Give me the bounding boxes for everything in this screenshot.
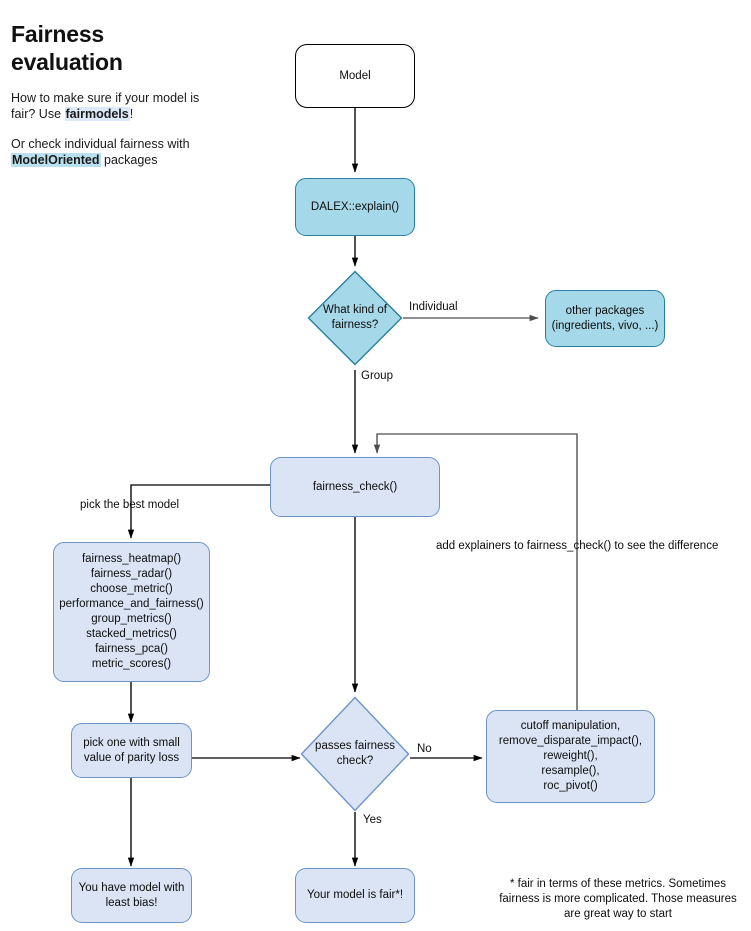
node-visual-functions[interactable]: fairness_heatmap() fairness_radar() choo…: [53, 542, 210, 682]
edge-label-no: No: [417, 743, 432, 755]
intro-paragraph-1-pre: How to make sure if your model is fair? …: [11, 91, 200, 122]
edge-label-yes: Yes: [363, 814, 382, 826]
node-what-kind-of-fairness-label: What kind of fairness?: [323, 304, 387, 331]
node-passes-fairness-check[interactable]: passes fairness check?: [300, 696, 410, 812]
edge-label-add-explainers: add explainers to fairness_check() to se…: [436, 540, 719, 552]
node-model-is-fair-label: Your model is fair*!: [306, 889, 404, 902]
intro-paragraph-2-pre: Or check individual fairness with: [11, 137, 190, 152]
node-pick-one-small-parity-loss-label: pick one with small value of parity loss: [83, 736, 180, 764]
node-what-kind-of-fairness[interactable]: What kind of fairness?: [307, 270, 403, 366]
node-fairness-check[interactable]: fairness_check(): [270, 457, 440, 517]
diamond-shape-lavender: [300, 696, 410, 812]
edge-label-individual: Individual: [409, 301, 458, 313]
node-other-packages[interactable]: other packages (ingredients, vivo, ...): [545, 290, 665, 347]
node-pick-one-small-parity-loss[interactable]: pick one with small value of parity loss: [71, 723, 192, 778]
intro-paragraph-1: How to make sure if your model is fair? …: [11, 90, 211, 122]
node-least-bias-label: You have model with least bias!: [78, 881, 185, 909]
node-other-packages-label: other packages (ingredients, vivo, ...): [551, 304, 659, 332]
node-mitigation-methods-label: cutoff manipulation, remove_disparate_im…: [498, 720, 643, 792]
intro-paragraph-2-post: packages: [100, 153, 158, 168]
fairmodels-highlight: fairmodels: [64, 107, 130, 122]
node-model-is-fair[interactable]: Your model is fair*!: [295, 868, 415, 923]
edge-label-pick-the-best-model: pick the best model: [80, 499, 180, 511]
node-visual-functions-label: fairness_heatmap() fairness_radar() choo…: [59, 553, 204, 670]
node-dalex-explain[interactable]: DALEX::explain(): [295, 178, 415, 236]
edge-label-group: Group: [361, 370, 393, 382]
node-passes-fairness-check-label: passes fairness check?: [315, 740, 395, 767]
page-title: Fairness evaluation: [11, 21, 123, 76]
node-model[interactable]: Model: [295, 44, 415, 108]
intro-panel: Fairness evaluation How to make sure if …: [11, 20, 211, 182]
node-dalex-explain-label: DALEX::explain(): [310, 200, 400, 213]
footnote: * fair in terms of these metrics. Someti…: [499, 878, 737, 921]
intro-paragraph-1-post: !: [129, 107, 134, 122]
node-fairness-check-label: fairness_check(): [312, 480, 398, 493]
intro-paragraph-2: Or check individual fairness with ModelO…: [11, 136, 211, 168]
node-model-label: Model: [339, 69, 371, 82]
node-mitigation-methods[interactable]: cutoff manipulation, remove_disparate_im…: [486, 710, 655, 803]
modeloriented-highlight: ModelOriented: [11, 153, 101, 168]
node-least-bias[interactable]: You have model with least bias!: [71, 868, 192, 923]
diamond-shape-cyan: [307, 270, 403, 366]
